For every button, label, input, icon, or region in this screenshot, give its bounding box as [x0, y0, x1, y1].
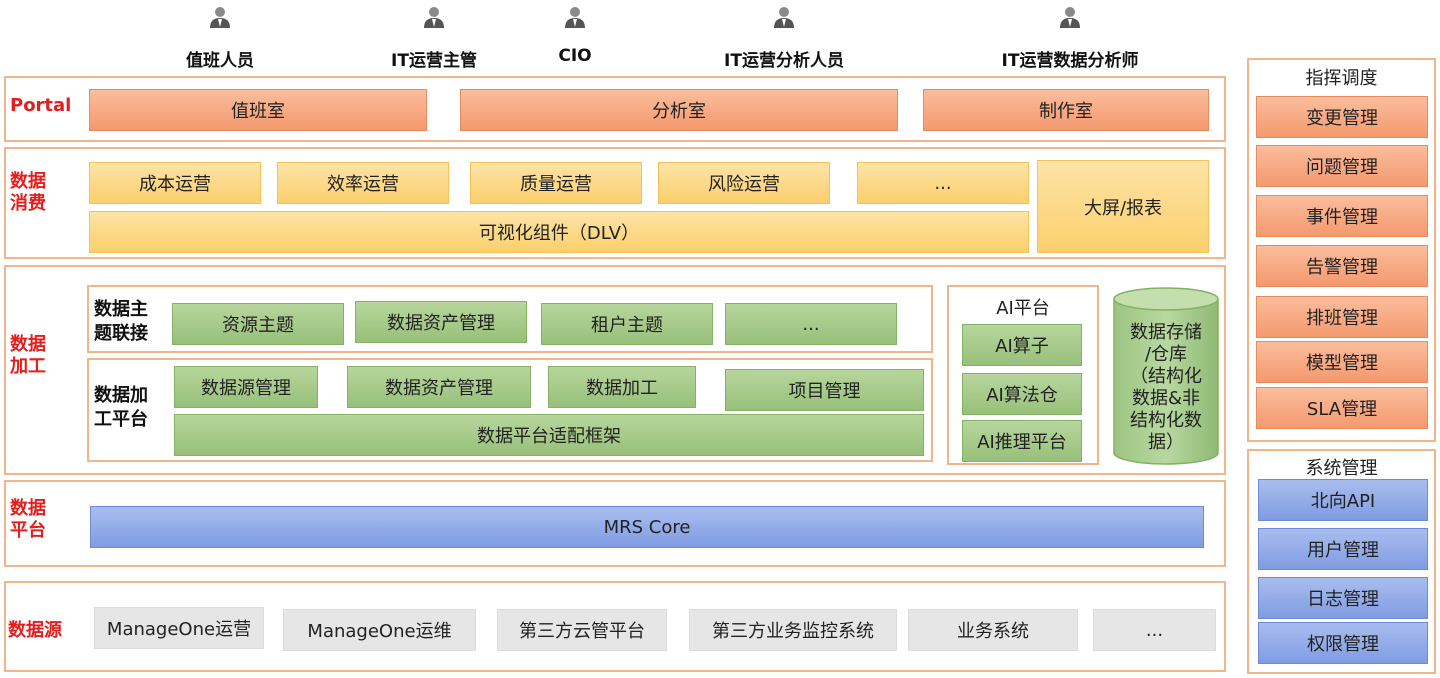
project-mgmt-block[interactable]: 项目管理	[725, 369, 924, 411]
more-theme-block[interactable]: ...	[725, 303, 897, 345]
storage-line: /仓库	[1144, 344, 1188, 365]
manageone-maintenance-source[interactable]: ManageOne运维	[283, 609, 476, 651]
tenant-theme-block[interactable]: 租户主题	[541, 303, 713, 345]
more-ops-block[interactable]: ...	[857, 162, 1029, 204]
alarm-mgmt-item[interactable]: 告警管理	[1256, 245, 1428, 287]
persona-it-ops-manager: IT运营主管	[370, 6, 498, 71]
title-line: 题联接	[94, 323, 148, 344]
ai-platform-panel	[947, 285, 1099, 465]
data-storage-cylinder[interactable]	[1112, 287, 1220, 467]
persona-it-ops-analyst: IT运营分析人员	[700, 6, 868, 71]
ai-operator-block[interactable]: AI算子	[962, 324, 1082, 366]
incident-mgmt-item[interactable]: 事件管理	[1256, 195, 1428, 237]
data-source-mgmt-block[interactable]: 数据源管理	[174, 366, 318, 408]
data-processing-block[interactable]: 数据加工	[548, 366, 696, 408]
resource-theme-block[interactable]: 资源主题	[172, 303, 344, 345]
sla-mgmt-item[interactable]: SLA管理	[1256, 387, 1428, 429]
problem-mgmt-item[interactable]: 问题管理	[1256, 145, 1428, 187]
storage-line: 数据存储	[1130, 322, 1202, 343]
storage-line: （结构化	[1130, 366, 1202, 387]
risk-ops-block[interactable]: 风险运营	[658, 162, 830, 204]
label-line: 消费	[10, 193, 46, 214]
label-line: 数据	[10, 334, 46, 355]
log-mgmt-item[interactable]: 日志管理	[1258, 577, 1428, 619]
portal-layer-label: Portal	[10, 95, 72, 116]
persona-it-ops-data-analyst: IT运营数据分析师	[975, 6, 1165, 71]
data-process-platform-title: 数据加 工平台	[94, 384, 148, 432]
person-icon	[210, 7, 230, 28]
persona-duty-staff: 值班人员	[160, 6, 280, 71]
data-process-platform-panel	[87, 358, 933, 462]
data-platform-adapter-framework[interactable]: 数据平台适配框架	[174, 414, 924, 456]
northbound-api-item[interactable]: 北向API	[1258, 479, 1428, 521]
manageone-ops-source[interactable]: ManageOne运营	[94, 607, 264, 649]
command-dispatch-title: 指挥调度	[1305, 68, 1378, 89]
quality-ops-block[interactable]: 质量运营	[470, 162, 642, 204]
label-line: 加工	[10, 356, 46, 377]
title-line: 工平台	[94, 409, 148, 430]
big-screen-report-block[interactable]: 大屏/报表	[1037, 160, 1209, 253]
ai-platform-title: AI平台	[996, 298, 1050, 319]
third-party-cloud-mgmt-source[interactable]: 第三方云管平台	[497, 609, 667, 651]
model-mgmt-item[interactable]: 模型管理	[1256, 341, 1428, 383]
dlv-component-block[interactable]: 可视化组件（DLV）	[89, 211, 1029, 253]
data-platform-layer-label: 数据 平台	[10, 498, 46, 542]
persona-label: IT运营分析人员	[724, 51, 844, 71]
mrs-core-block[interactable]: MRS Core	[90, 506, 1204, 548]
label-line: 数据	[10, 498, 46, 519]
third-party-monitoring-source[interactable]: 第三方业务监控系统	[689, 609, 897, 651]
title-line: 数据加	[94, 385, 148, 406]
data-source-layer-label: 数据源	[8, 620, 62, 641]
storage-line: 据）	[1148, 432, 1184, 453]
permission-mgmt-item[interactable]: 权限管理	[1258, 622, 1428, 664]
system-mgmt-title: 系统管理	[1305, 458, 1378, 479]
more-source[interactable]: ...	[1093, 609, 1216, 651]
person-icon	[424, 7, 444, 28]
data-asset-mgmt-block-2[interactable]: 数据资产管理	[347, 366, 531, 408]
ai-inference-platform-block[interactable]: AI推理平台	[962, 420, 1082, 462]
persona-label: 值班人员	[186, 51, 254, 71]
person-icon	[1060, 7, 1080, 28]
label-line: 平台	[10, 520, 46, 541]
data-asset-mgmt-block[interactable]: 数据资产管理	[355, 301, 527, 343]
portal-production-room[interactable]: 制作室	[923, 89, 1209, 131]
label-line: 数据	[10, 171, 46, 192]
shift-mgmt-item[interactable]: 排班管理	[1256, 296, 1428, 338]
data-theme-connect-title: 数据主 题联接	[94, 298, 148, 346]
data-consume-layer-label: 数据 消费	[10, 171, 46, 215]
person-icon	[774, 7, 794, 28]
data-storage-label: 数据存储 /仓库 （结构化 数据&非 结构化数 据）	[1114, 322, 1218, 454]
storage-line: 结构化数	[1130, 410, 1202, 431]
ai-algorithm-repo-block[interactable]: AI算法仓	[962, 373, 1082, 415]
persona-label: IT运营数据分析师	[1001, 51, 1139, 71]
person-icon	[565, 7, 585, 28]
persona-cio: CIO	[535, 6, 615, 70]
change-mgmt-item[interactable]: 变更管理	[1256, 96, 1428, 138]
data-process-layer-label: 数据 加工	[10, 334, 46, 378]
efficiency-ops-block[interactable]: 效率运营	[277, 162, 449, 204]
portal-analysis-room[interactable]: 分析室	[460, 89, 898, 131]
persona-label: CIO	[558, 46, 592, 66]
persona-label: IT运营主管	[391, 51, 477, 71]
title-line: 数据主	[94, 299, 148, 320]
portal-duty-room[interactable]: 值班室	[89, 89, 427, 131]
storage-line: 数据&非	[1131, 388, 1201, 409]
user-mgmt-item[interactable]: 用户管理	[1258, 528, 1428, 570]
business-system-source[interactable]: 业务系统	[908, 609, 1078, 651]
data-theme-connect-panel	[87, 285, 933, 353]
cost-ops-block[interactable]: 成本运营	[89, 162, 261, 204]
